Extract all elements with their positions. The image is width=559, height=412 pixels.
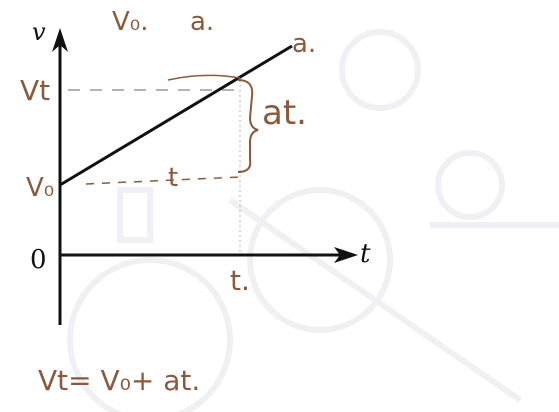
header-a-label: a. <box>190 7 214 37</box>
y-axis-arrow <box>52 28 68 52</box>
vt-label: Vt <box>20 74 50 107</box>
top-curve-mark <box>167 74 241 81</box>
guides <box>68 80 241 255</box>
formula-text: Vt= V₀+ at. <box>38 364 200 397</box>
axes <box>52 28 358 325</box>
at-brace <box>237 79 259 173</box>
v0-axis-label: V₀ <box>26 173 54 203</box>
origin-label: 0 <box>30 245 47 275</box>
t-tick-label: t. <box>230 264 250 297</box>
x-axis-label: t <box>360 239 371 269</box>
t-interval-label: t <box>168 163 178 193</box>
background-sketch <box>67 29 559 412</box>
header-v0-label: V₀. <box>112 7 148 37</box>
velocity-line <box>59 44 293 187</box>
v0-dashed-guide <box>85 176 241 185</box>
at-label: at. <box>262 93 307 133</box>
x-axis-arrow <box>334 247 358 263</box>
y-axis-label: v <box>32 18 46 46</box>
line-end-label: a. <box>292 29 316 59</box>
